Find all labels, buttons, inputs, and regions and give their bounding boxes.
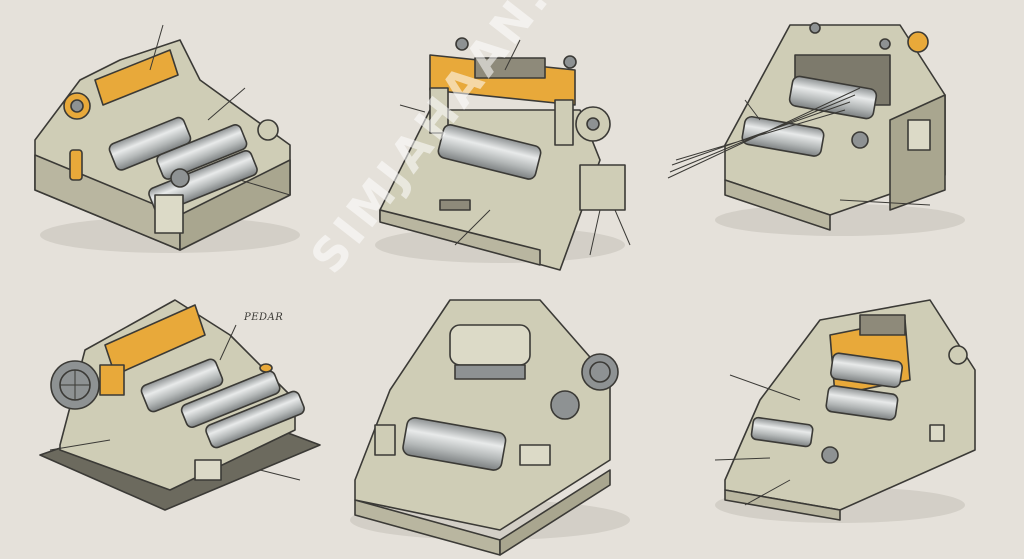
roller-machine-2 <box>375 37 631 271</box>
roller-machine-1 <box>34 24 300 253</box>
roller-machine-5 <box>350 299 630 556</box>
roller-machine-4 <box>39 299 321 511</box>
roller-machine-3 <box>667 22 965 236</box>
roller-machine-6 <box>714 299 976 523</box>
annotation-label: PEDAR <box>244 312 284 323</box>
